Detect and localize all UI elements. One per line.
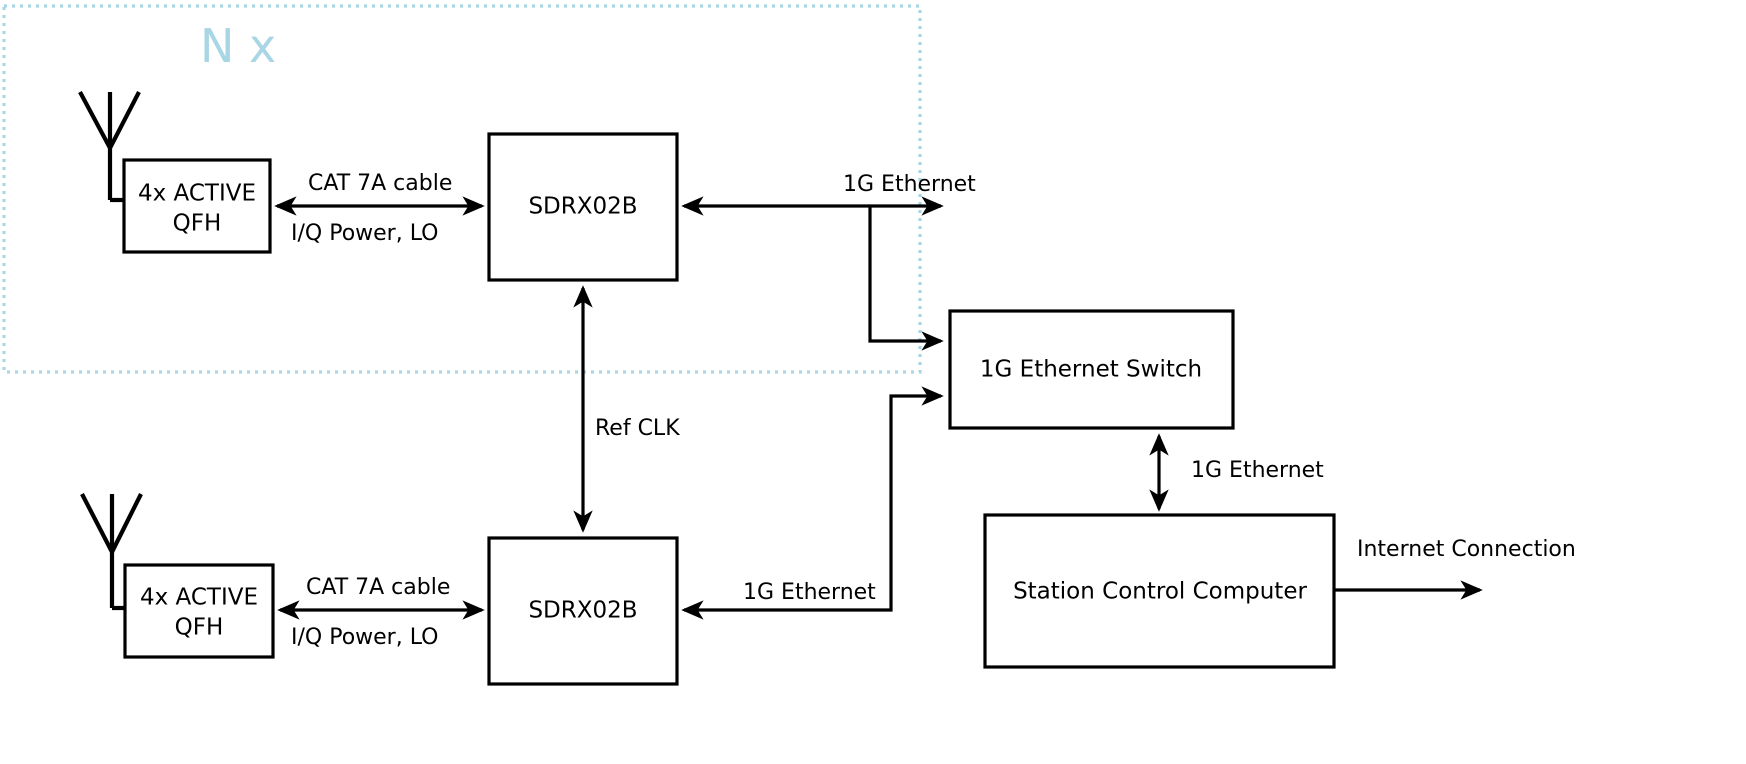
block-qfh-top-label-line1: 4x ACTIVE [138, 181, 256, 207]
block-qfh-bottom[interactable] [123, 563, 275, 659]
edge-label-iq-power-lo-bottom: I/Q Power, LO [291, 625, 439, 650]
block-station-control-computer[interactable] [983, 513, 1336, 669]
block-station-control-computer-label: Station Control Computer [1013, 579, 1307, 605]
edge-label-cat7a-bottom: CAT 7A cable [306, 575, 450, 600]
group-region-boundary [2, 4, 922, 374]
block-qfh-bottom-label-line2: QFH [175, 615, 224, 641]
block-ethernet-switch-label: 1G Ethernet Switch [980, 357, 1202, 383]
edge-label-iq-power-lo-top: I/Q Power, LO [291, 221, 439, 246]
block-sdr-top-label: SDRX02B [528, 194, 637, 220]
block-qfh-top[interactable] [122, 158, 272, 254]
edge-label-1g-ethernet-bottom: 1G Ethernet [743, 580, 876, 605]
block-sdr-bottom[interactable] [487, 536, 679, 686]
edge-label-1g-ethernet-top: 1G Ethernet [843, 172, 976, 197]
edge-label-1g-ethernet-switch-computer: 1G Ethernet [1191, 458, 1324, 483]
block-sdr-top[interactable] [487, 132, 679, 282]
edge-label-internet-connection: Internet Connection [1357, 537, 1576, 562]
edge-label-cat7a-top: CAT 7A cable [308, 171, 452, 196]
block-ethernet-switch[interactable] [948, 309, 1235, 430]
block-qfh-bottom-label-line1: 4x ACTIVE [140, 585, 258, 611]
block-qfh-top-label-line2: QFH [173, 211, 222, 237]
edge-label-ref-clk: Ref CLK [595, 416, 680, 441]
group-multiplier-label: N x [200, 19, 276, 73]
wire-switch-to-sdr-bottom [681, 386, 944, 620]
wire-switch-to-sdr-top [868, 196, 944, 351]
block-sdr-bottom-label: SDRX02B [528, 598, 637, 624]
